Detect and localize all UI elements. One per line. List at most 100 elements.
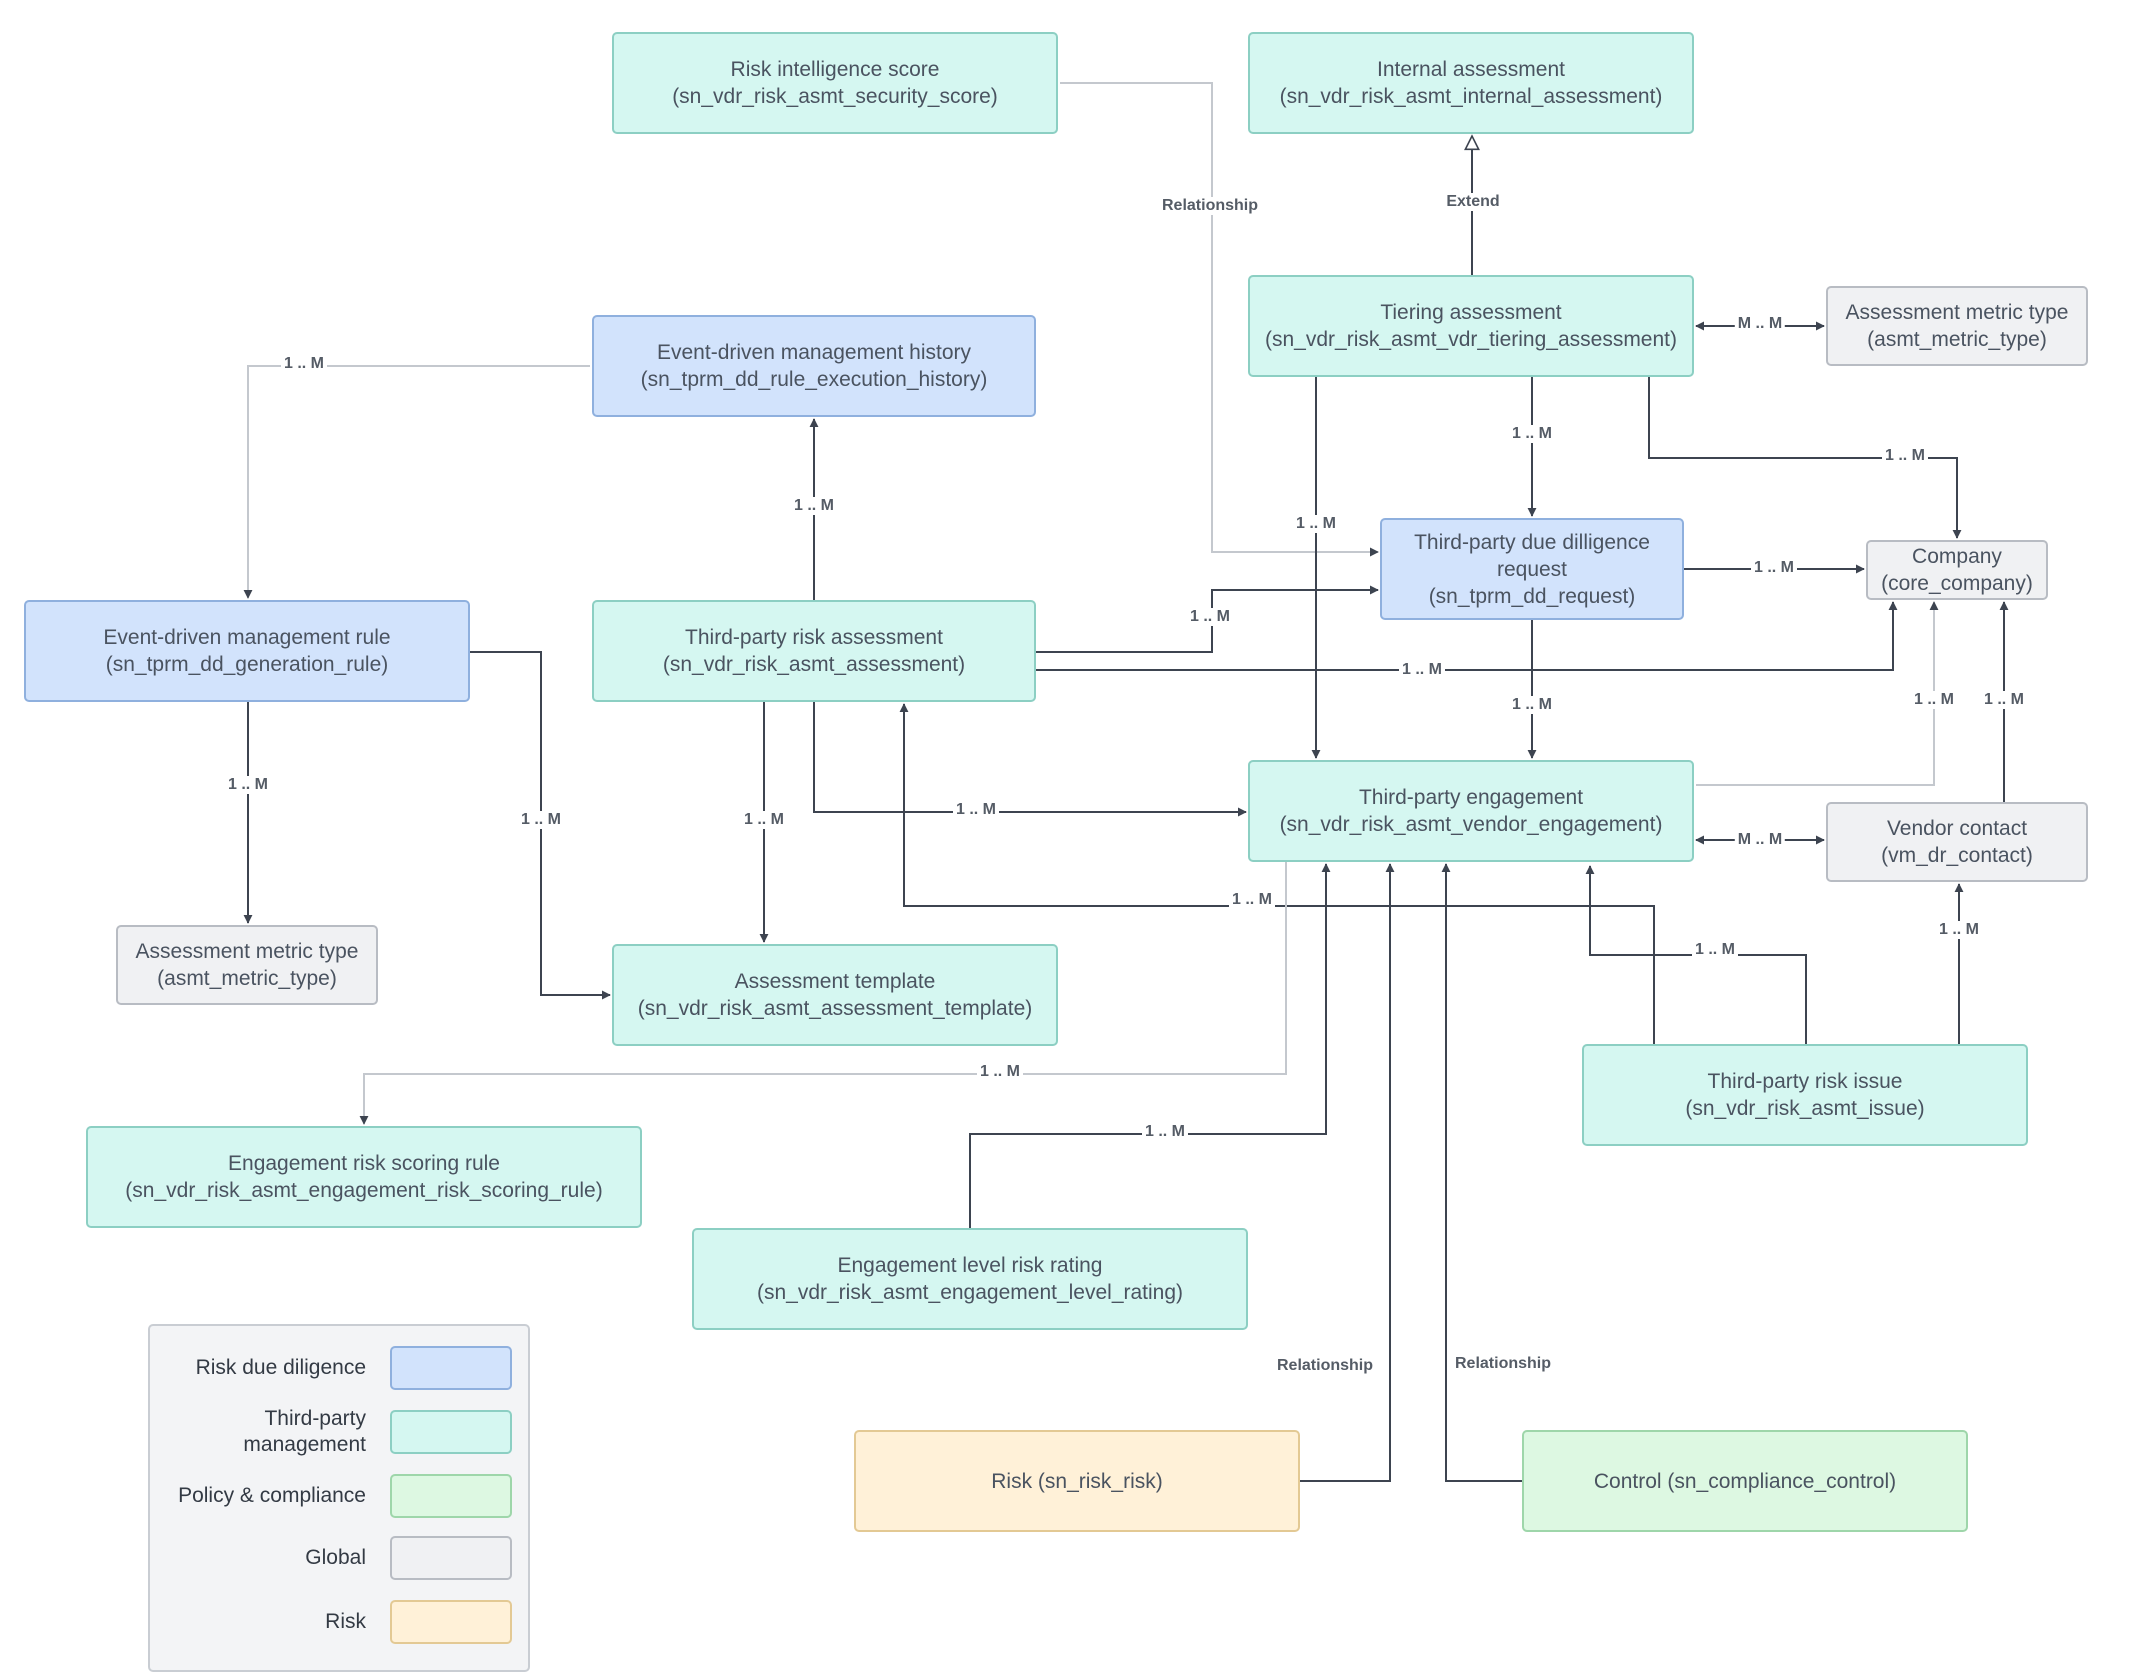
edge-label-one-many: 1 .. M <box>1935 921 1983 939</box>
node-label: Third-party risk assessment <box>685 626 943 649</box>
node-company[interactable]: Company(core_company) <box>1866 540 2048 600</box>
node-table: (vm_dr_contact) <box>1881 844 2033 867</box>
edge-label-one-many: 1 .. M <box>1881 447 1929 465</box>
edge-label-extend: Extend <box>1443 193 1503 211</box>
node-assessment-metric-type-left[interactable]: Assessment metric type (asmt_metric_type) <box>116 925 378 1005</box>
edge-label-relationship: Relationship <box>1276 1357 1374 1374</box>
edge-label-one-many: 1 .. M <box>1398 661 1446 679</box>
node-label: Control (sn_compliance_control) <box>1593 1469 1897 1493</box>
edge-label-one-many: 1 .. M <box>224 776 272 794</box>
node-table: (asmt_metric_type) <box>157 967 337 990</box>
node-label: Assessment metric type <box>1845 301 2069 324</box>
node-table: (sn_vdr_risk_asmt_vendor_engagement) <box>1279 813 1663 836</box>
node-label: Third-party due dilligence <box>1414 530 1650 554</box>
node-assessment-template[interactable]: Assessment template (sn_vdr_risk_asmt_ass… <box>612 944 1058 1046</box>
node-control[interactable]: Control (sn_compliance_control) <box>1522 1430 1968 1532</box>
node-due-diligence-request[interactable]: Third-party due dilligence request (sn_tpr… <box>1380 518 1684 620</box>
legend-item-third-party-management: Third-party management <box>150 1402 528 1462</box>
node-table: (core_company) <box>1881 572 2033 595</box>
link-level-rating-to-engagement <box>969 863 1331 1228</box>
edge-label-one-many: 1 .. M <box>790 497 838 515</box>
node-label: Event-driven management rule <box>103 626 391 649</box>
node-label: Third-party risk issue <box>1707 1070 1903 1093</box>
node-label: Event-driven management history <box>657 341 971 364</box>
legend-label: Policy & compliance <box>178 1484 366 1507</box>
node-risk[interactable]: Risk (sn_risk_risk) <box>854 1430 1300 1532</box>
legend: Risk due diligence Third-party managemen… <box>148 1324 530 1672</box>
edge-label-many-many: M .. M <box>1734 831 1786 849</box>
node-label: Assessment template <box>734 970 936 993</box>
node-event-driven-management-rule[interactable]: Event-driven management rule (sn_tprm_dd_… <box>24 600 470 702</box>
edge-label-relationship: Relationship <box>1454 1355 1552 1372</box>
legend-swatch <box>390 1346 512 1390</box>
node-table: (sn_vdr_risk_asmt_internal_assessment) <box>1279 85 1663 108</box>
node-label: Tiering assessment <box>1380 301 1562 324</box>
node-vendor-contact[interactable]: Vendor contact (vm_dr_contact) <box>1826 802 2088 882</box>
link-control-to-engagement <box>1441 863 1522 1482</box>
node-table: (sn_tprm_dd_rule_execution_history) <box>640 368 988 391</box>
node-label-cont: request <box>1496 557 1568 581</box>
node-table: (sn_vdr_risk_asmt_security_score) <box>672 85 998 108</box>
edge-label-one-many: 1 .. M <box>1980 691 2028 709</box>
node-risk-intelligence-score[interactable]: Risk intelligence score (sn_vdr_risk_asmt… <box>612 32 1058 134</box>
node-third-party-risk-assessment[interactable]: Third-party risk assessment (sn_vdr_risk_… <box>592 600 1036 702</box>
node-label: Risk (sn_risk_risk) <box>991 1469 1163 1493</box>
node-assessment-metric-type-top[interactable]: Assessment metric type (asmt_metric_type) <box>1826 286 2088 366</box>
link-risk-to-engagement <box>1300 863 1395 1482</box>
legend-item-risk-due-diligence: Risk due diligence <box>150 1338 528 1398</box>
link-engagement-to-company <box>1696 601 1939 786</box>
node-tiering-assessment[interactable]: Tiering assessment (sn_vdr_risk_asmt_vdr_… <box>1248 275 1694 377</box>
legend-swatch <box>390 1410 512 1454</box>
edge-label-one-many: 1 .. M <box>1141 1123 1189 1141</box>
node-table: (sn_vdr_risk_asmt_engagement_risk_scorin… <box>125 1179 603 1202</box>
legend-item-policy-compliance: Policy & compliance <box>150 1466 528 1526</box>
link-tiering-to-company <box>1648 377 1962 539</box>
edge-label-relationship: Relationship <box>1158 197 1262 215</box>
legend-item-risk: Risk <box>150 1592 528 1652</box>
node-table: (sn_vdr_risk_asmt_engagement_level_ratin… <box>756 1281 1184 1304</box>
link-assessment-to-company <box>1036 601 1898 671</box>
legend-swatch <box>390 1536 512 1580</box>
edge-label-one-many: 1 .. M <box>1508 696 1556 714</box>
node-engagement-risk-scoring-rule[interactable]: Engagement risk scoring rule(sn_vdr_risk… <box>86 1126 642 1228</box>
link-risk-intel-to-due-diligence <box>1060 82 1379 557</box>
link-assessment-to-engagement <box>813 702 1247 817</box>
node-internal-assessment[interactable]: Internal assessment (sn_vdr_risk_asmt_int… <box>1248 32 1694 134</box>
link-issue-to-assessment <box>899 703 1655 1044</box>
edge-label-one-many: 1 .. M <box>1910 691 1958 709</box>
node-third-party-engagement[interactable]: Third-party engagement (sn_vdr_risk_asmt_… <box>1248 760 1694 862</box>
node-third-party-risk-issue[interactable]: Third-party risk issue(sn_vdr_risk_asmt_… <box>1582 1044 2028 1146</box>
legend-label: Risk due diligence <box>195 1356 366 1379</box>
node-table: (sn_tprm_dd_generation_rule) <box>105 653 389 676</box>
node-label: Third-party engagement <box>1358 786 1584 809</box>
edge-label-one-many: 1 .. M <box>1292 515 1340 533</box>
node-table: (asmt_metric_type) <box>1867 328 2047 351</box>
legend-label: Third-party management <box>243 1407 366 1456</box>
edge-label-one-many: 1 .. M <box>976 1063 1024 1081</box>
edge-label-one-many: 1 .. M <box>1228 891 1276 909</box>
node-engagement-level-risk-rating[interactable]: Engagement level risk rating(sn_vdr_risk… <box>692 1228 1248 1330</box>
edge-label-one-many: 1 .. M <box>740 811 788 829</box>
edge-label-one-many: 1 .. M <box>280 355 328 373</box>
node-label: Risk intelligence score <box>730 58 940 81</box>
node-label: Assessment metric type <box>135 940 359 963</box>
link-engagement-to-scoring-rule <box>359 862 1287 1125</box>
node-label: Vendor contact <box>1886 817 2028 840</box>
edge-label-one-many: 1 .. M <box>517 811 565 829</box>
edge-label-one-many: 1 .. M <box>1750 559 1798 577</box>
node-table: (sn_vdr_risk_asmt_vdr_tiering_assessment… <box>1265 328 1677 351</box>
legend-item-global: Global <box>150 1528 528 1588</box>
node-table: (sn_vdr_risk_asmt_assessment) <box>662 653 966 676</box>
node-label: Internal assessment <box>1377 58 1565 81</box>
node-table: (sn_vdr_risk_asmt_assessment_template) <box>637 997 1033 1020</box>
legend-swatch <box>390 1600 512 1644</box>
edge-label-one-many: 1 .. M <box>952 801 1000 819</box>
node-event-driven-management-history[interactable]: Event-driven management history (sn_tprm_… <box>592 315 1036 417</box>
legend-swatch <box>390 1474 512 1518</box>
edge-label-one-many: 1 .. M <box>1508 425 1556 443</box>
edge-label-one-many: 1 .. M <box>1186 608 1234 626</box>
node-table: (sn_tprm_dd_request) <box>1428 584 1636 608</box>
edge-label-many-many: M .. M <box>1734 315 1786 333</box>
link-history-to-rule <box>243 365 590 599</box>
